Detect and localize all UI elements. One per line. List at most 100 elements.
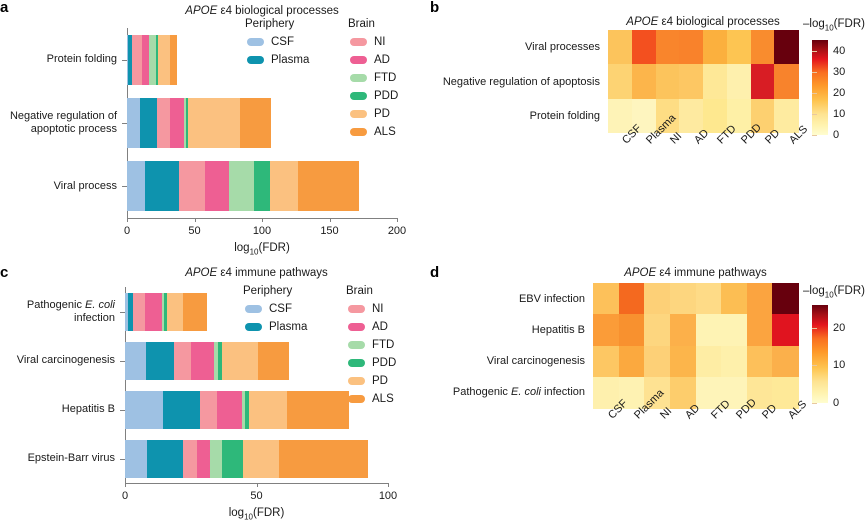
legend-swatch-NI — [350, 38, 367, 46]
bar-segment-NI — [182, 439, 198, 478]
x-tick-label: 100 — [378, 490, 398, 502]
panel-letter: a — [0, 0, 9, 16]
legend-swatch-PD — [350, 110, 367, 118]
heatmap-cell — [746, 314, 773, 346]
heatmap-cell — [774, 30, 799, 65]
heatmap-cell — [618, 283, 645, 315]
x-tick-label: 200 — [387, 225, 407, 237]
legend-item-NI: NI — [350, 35, 420, 49]
bar-segment-PD — [167, 292, 183, 331]
bar-segment-PDD — [163, 292, 168, 331]
legend-swatch-NI — [348, 305, 365, 313]
legend-swatch-PDD — [350, 92, 367, 100]
heatmap-row-label: Protein folding — [529, 109, 600, 122]
heatmap-cell — [679, 30, 704, 65]
heatmap-cell — [618, 314, 645, 346]
colorbar-title: –log10(FDR) — [803, 18, 865, 33]
heatmap-cell — [608, 64, 633, 100]
legend-label-ALS: ALS — [372, 393, 394, 405]
colorbar-tick-label: 0 — [833, 129, 840, 141]
heatmap-cell — [679, 64, 704, 100]
y-tick — [120, 311, 125, 313]
bar-segment-Plasma — [128, 34, 132, 85]
bar-segment-NI — [178, 161, 206, 212]
bar-segment-NI — [132, 292, 145, 331]
y-tick — [122, 123, 127, 124]
colorbar-tick-label: 40 — [833, 44, 846, 57]
heatmap-cell — [695, 345, 722, 378]
legend-item-Plasma: Plasma — [247, 53, 317, 67]
heatmap-cell — [669, 314, 696, 346]
colorbar-title: –log10(FDR) — [803, 285, 865, 300]
colorbar-tick — [812, 113, 817, 115]
legend-header-brain: Brain — [346, 285, 373, 297]
x-axis-title: log10(FDR) — [234, 242, 290, 257]
y-axis — [125, 287, 126, 483]
heatmap-cell — [655, 98, 680, 134]
colorbar-tick — [812, 71, 817, 73]
colorbar-tick — [812, 135, 817, 136]
x-tick — [127, 218, 128, 222]
bar-0 — [125, 292, 207, 331]
legend-swatch-Plasma — [245, 323, 262, 331]
legend-item-PDD: PDD — [348, 356, 418, 370]
bar-segment-PDD — [156, 34, 159, 85]
legend-swatch-FTD — [350, 74, 367, 82]
legend-label-CSF: CSF — [271, 36, 294, 48]
colorbar-tick — [812, 403, 817, 404]
bar-segment-ALS — [297, 161, 360, 212]
bar-segment-PDD — [186, 98, 189, 148]
bar-segment-FTD — [214, 341, 219, 380]
bar-0 — [127, 34, 177, 85]
heatmap-cell — [695, 314, 722, 346]
legend-swatch-PDD — [348, 359, 365, 367]
bar-segment-PDD — [253, 161, 271, 212]
bar-segment-FTD — [149, 34, 157, 85]
heatmap-row-label: Pathogenic E. coli infection — [452, 386, 585, 399]
legend-swatch-PD — [348, 377, 365, 385]
bar-segment-AD — [205, 161, 229, 212]
bar-segment-ALS — [278, 439, 369, 478]
bar-segment-NI — [199, 390, 218, 429]
bar-segment-FTD — [242, 390, 245, 429]
x-tick-label: 50 — [250, 490, 263, 502]
heatmap-cell — [644, 283, 671, 315]
heatmap-row-label: EBV infection — [518, 292, 585, 305]
bar-segment-Plasma — [147, 439, 183, 478]
bar-segment-PD — [270, 161, 298, 212]
bar-1 — [125, 341, 290, 380]
heatmap-row-label: Viral carcinogenesis — [486, 355, 585, 368]
bar-segment-ALS — [169, 34, 177, 85]
legend-label-Plasma: Plasma — [271, 54, 310, 66]
colorbar-tick-label: 10 — [833, 359, 846, 372]
colorbar-tick-label: 20 — [833, 321, 846, 334]
legend-item-Plasma: Plasma — [245, 320, 315, 334]
panel-letter: c — [0, 264, 9, 281]
bar-segment-PD — [188, 98, 240, 148]
legend-swatch-AD — [350, 56, 367, 64]
legend-swatch-CSF — [247, 38, 264, 46]
legend-item-ALS: ALS — [348, 392, 418, 406]
bar-segment-Plasma — [145, 161, 179, 212]
bar-segment-PD — [222, 341, 258, 380]
heatmap-cell — [774, 98, 799, 134]
bar-segment-CSF — [125, 390, 164, 429]
y-axis-label: Viral carcinogenesis — [16, 354, 115, 366]
bar-segment-ALS — [286, 390, 349, 429]
y-axis-label: Epstein-Barr virus — [27, 452, 115, 464]
y-tick — [122, 59, 127, 61]
heatmap-cell — [726, 30, 751, 65]
heatmap-cell — [669, 376, 696, 409]
colorbar-tick — [812, 365, 817, 367]
heatmap-cell — [703, 98, 728, 134]
colorbar-tick — [812, 92, 817, 94]
legend-item-CSF: CSF — [245, 302, 315, 316]
heatmap-row-label: Viral processes — [525, 41, 600, 54]
x-tick-label: 50 — [188, 225, 201, 237]
heatmap-cell — [772, 345, 799, 378]
heatmap-cell — [726, 98, 751, 134]
legend-item-PD: PD — [350, 107, 420, 121]
bar-segment-CSF — [127, 34, 129, 85]
y-axis-label: Viral process — [53, 179, 117, 192]
